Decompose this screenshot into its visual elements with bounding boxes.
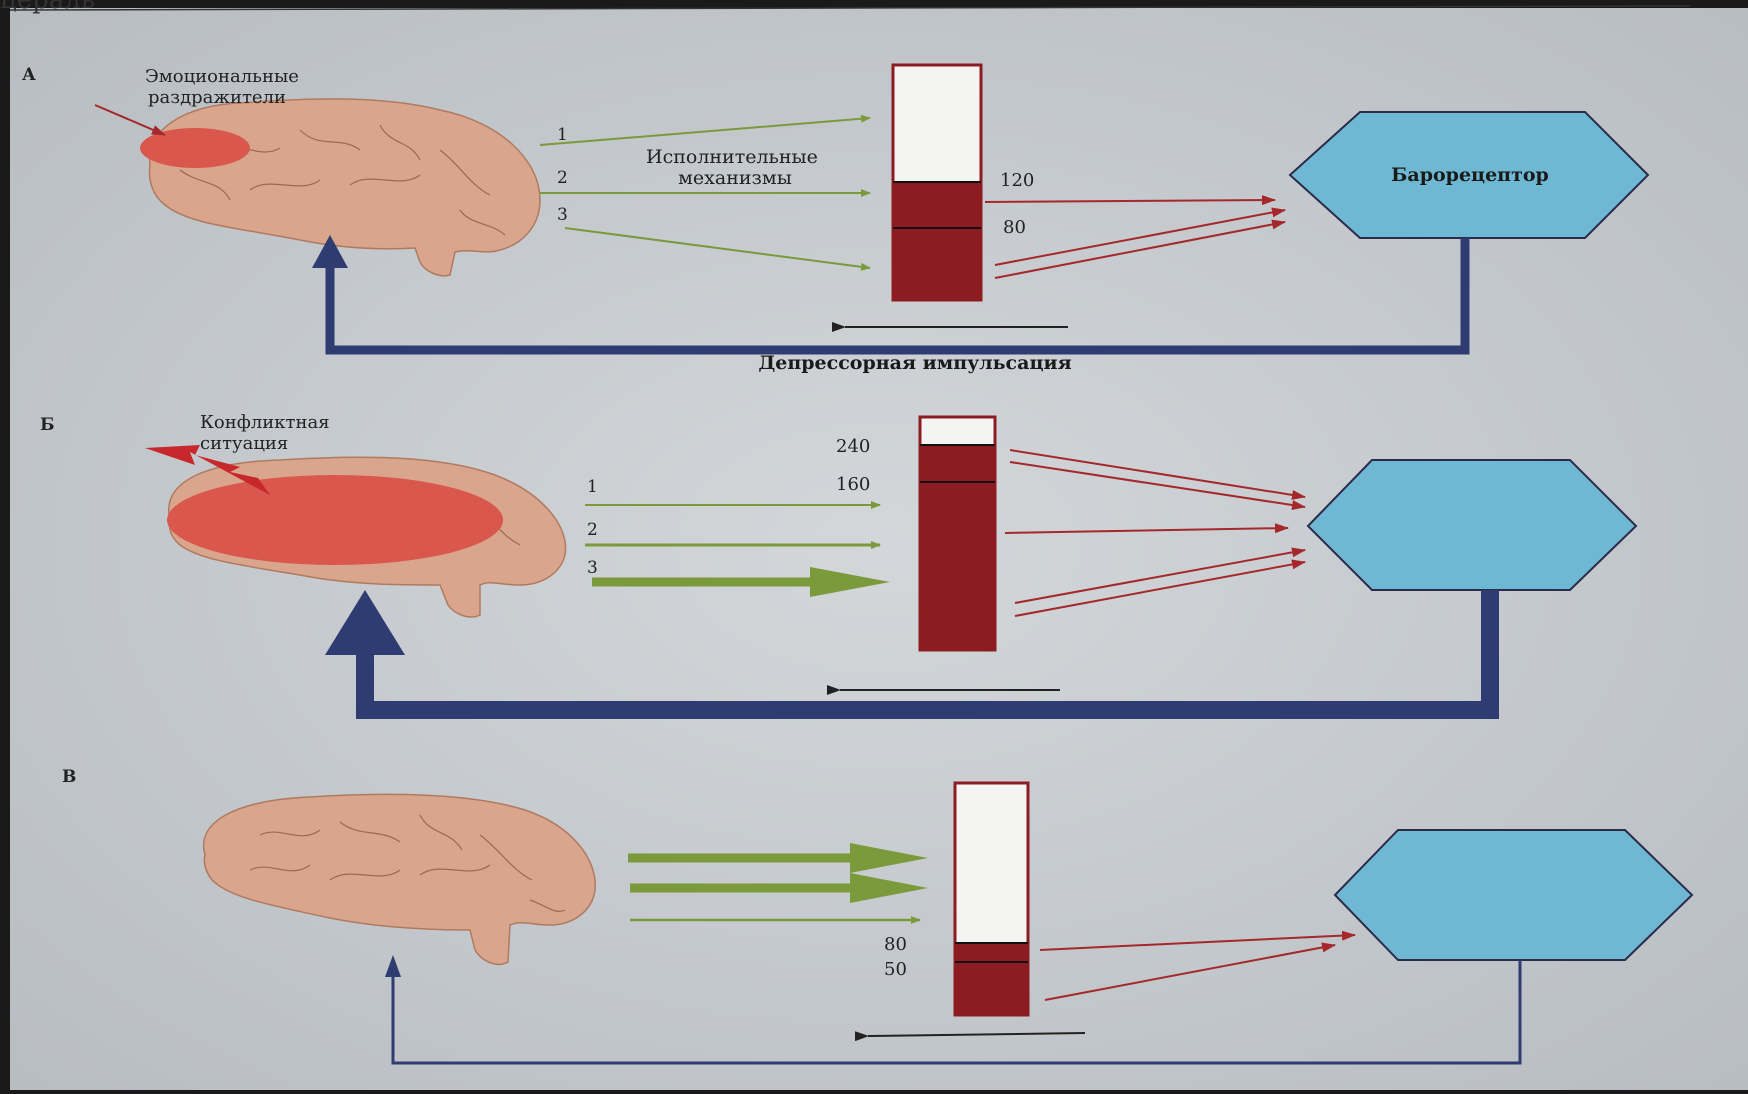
path-label-2: 2 <box>587 520 598 540</box>
scale-upper-value: 120 <box>1000 170 1034 191</box>
scale-lower-value: 80 <box>1003 217 1026 238</box>
pressure-column <box>920 417 995 650</box>
path-label-1: 1 <box>587 477 598 497</box>
conflict-area <box>167 475 503 565</box>
scale-lower-value: 160 <box>836 474 870 495</box>
header-fragment: цераль <box>0 0 95 15</box>
path-label-1: 1 <box>557 125 568 145</box>
path-label-3: 3 <box>557 205 568 225</box>
hexagon-icon <box>1335 830 1692 960</box>
scale-upper-value: 80 <box>884 934 907 955</box>
feedback-label: Депрессорная импульсация <box>758 352 1071 374</box>
pressure-column <box>893 65 981 300</box>
baroreceptor-label: Барорецептор <box>1391 164 1549 186</box>
panel-b-letter: Б <box>40 415 55 435</box>
scale-upper-value: 240 <box>836 436 870 457</box>
hexagon-icon <box>1308 460 1636 590</box>
path-label-3: 3 <box>587 558 598 578</box>
panel-a-letter: А <box>22 65 36 85</box>
pressure-column <box>955 783 1028 1015</box>
scale-lower-value: 50 <box>884 959 907 980</box>
emotion-area <box>140 128 250 168</box>
path-label-2: 2 <box>557 168 568 188</box>
stimulus-label: Эмоциональные раздражители <box>145 66 305 108</box>
panel-c-letter: В <box>62 767 76 787</box>
